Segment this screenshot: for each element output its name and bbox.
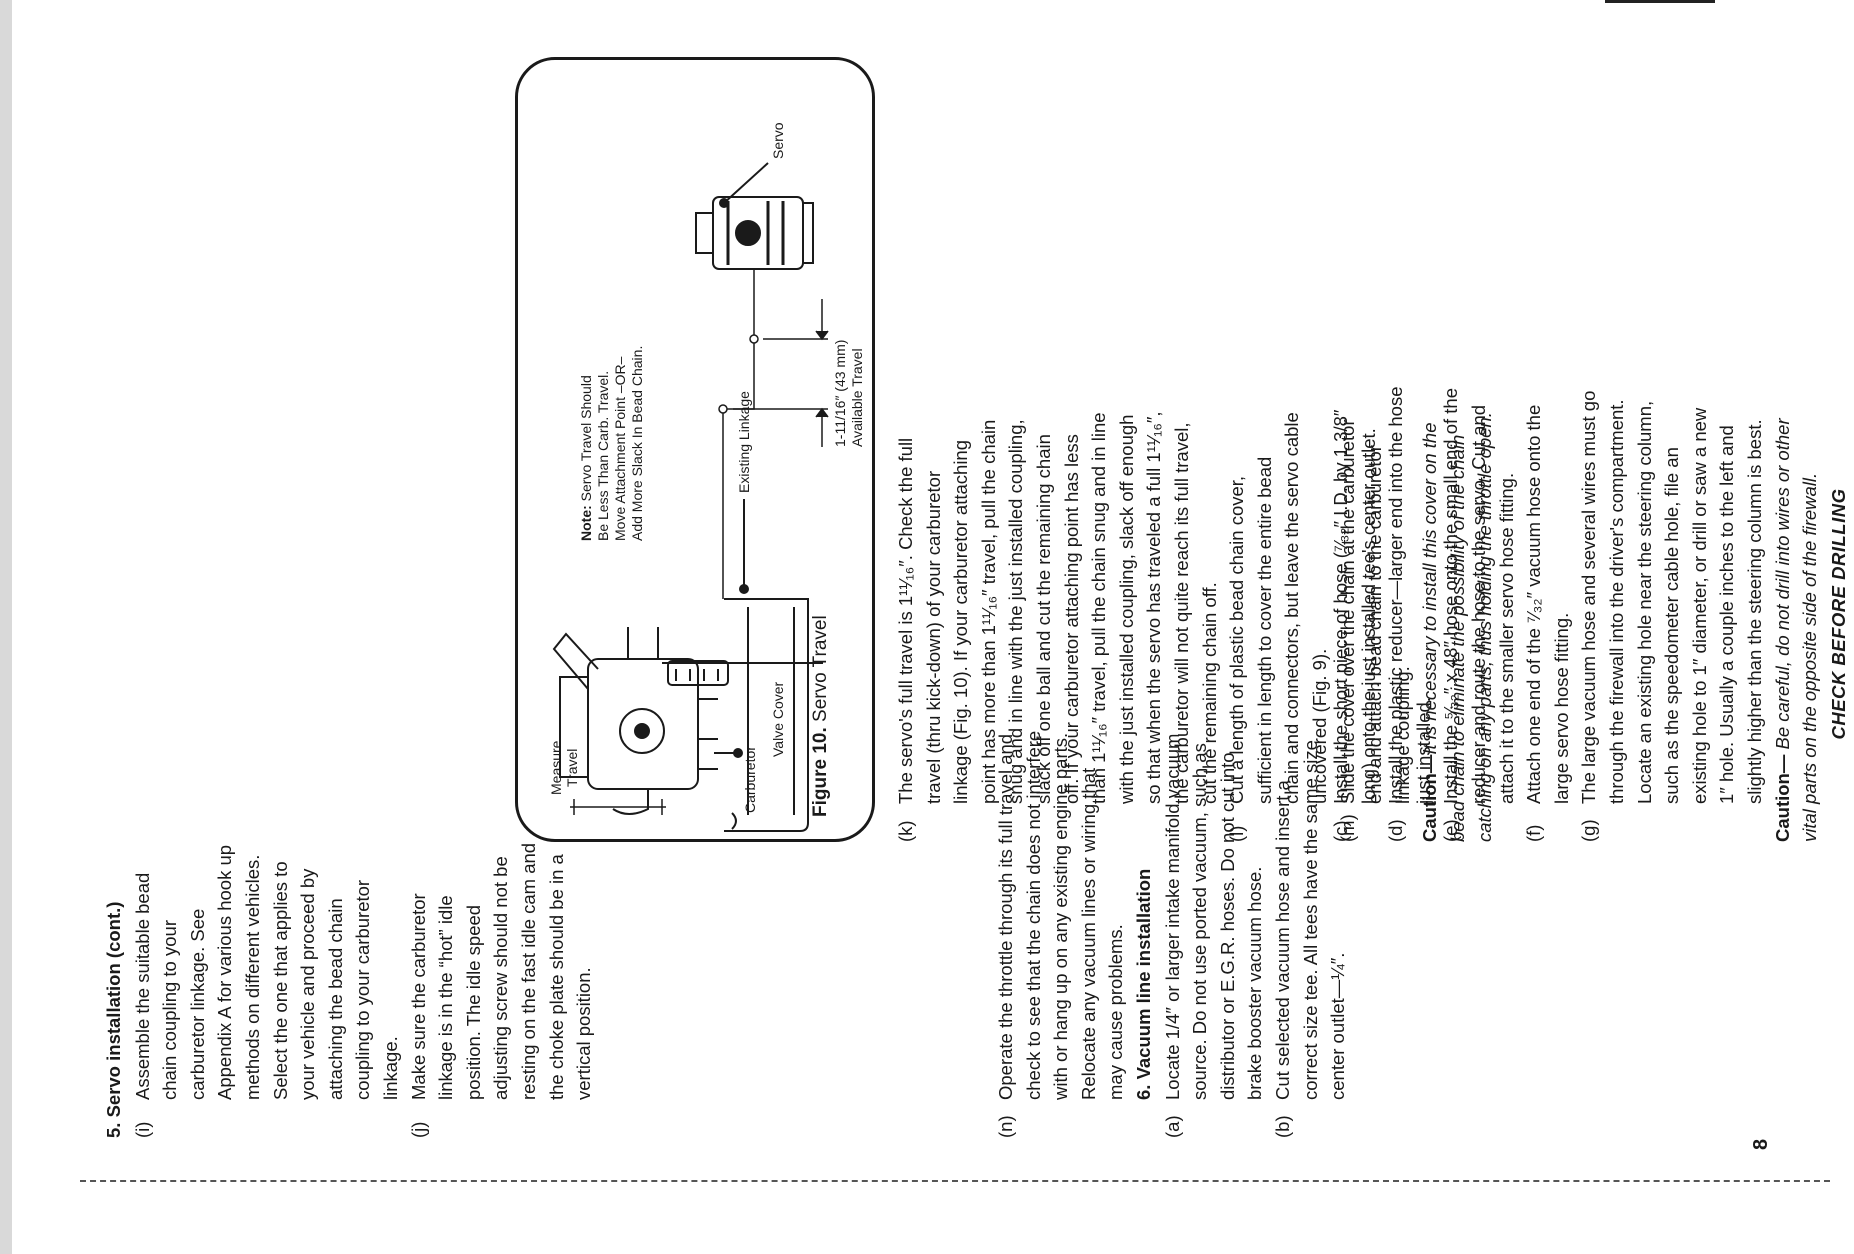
figure-caption: Figure 10. Servo Travel [810,615,832,817]
step-e: (e) Install the ⁵⁄₃₂″ x 48″ hose onto th… [1437,386,1520,842]
available-travel-label: Available Travel [849,348,865,447]
figure-caption-label: Figure 10. [810,727,831,817]
step-g: (g) The large vacuum hose and several wi… [1575,386,1768,842]
rotated-page: 5. Servo installation (cont.) (i) Assemb… [82,57,1849,1160]
caution-label: Caution— [1771,754,1793,842]
column-4: (c) Install the short piece of hose (⁷⁄₃… [1327,386,1853,842]
check-before-drilling: CHECK BEFORE DRILLING [1827,488,1849,740]
step-label: (b) [1271,1115,1293,1138]
servo-label: Servo [770,122,786,159]
leader-lines [714,162,769,758]
step-text: Cut a length of plastic bead chain cover… [1226,412,1330,804]
step-f: (f) Attach one end of the ⁷⁄₃₂″ vacuum h… [1520,386,1575,842]
step-text: Assemble the suitable bead chain couplin… [131,844,401,1100]
section-5-title: 5. Servo installation (cont.) [103,901,124,1138]
figure-servo-travel: Measure Travel Carburetor Valve Cover Ex… [515,57,875,842]
top-rule [1605,0,1715,3]
step-text: The servo's full travel is 1¹¹⁄₁₆″. Chec… [895,411,1220,804]
column-1: 5. Servo installation (cont.) (i) Assemb… [100,842,598,1138]
travel-dimension [733,299,829,447]
dimension-label: 1-11/16″ (43 mm) [832,339,848,447]
figure-drawing [552,162,829,832]
step-label: (j) [407,1121,429,1138]
step-label: (g) [1578,819,1600,842]
step-label: (l) [1226,825,1248,842]
footer-rule [80,1180,1830,1182]
step-j: (j) Make sure the carburetor linkage is … [405,842,598,1138]
page-number: 8 [1750,1138,1772,1150]
servo-shape [695,196,814,270]
step-text: Install the short piece of hose (⁷⁄₃₂″ I… [1330,409,1379,804]
valve-cover-label: Valve Cover [770,681,786,757]
step-label: (i) [131,1121,153,1138]
existing-linkage-label: Existing Linkage [736,391,752,493]
measure-travel-arrows [570,799,666,815]
step-d: (d) Install the plastic reducer—larger e… [1382,386,1437,842]
step-text: Install the plastic reducer—larger end i… [1385,386,1434,804]
valve-cover-shape [724,598,809,832]
carburetor-shape [552,627,718,815]
note-line: Servo Travel Should [578,375,594,502]
step-label: (c) [1330,820,1351,842]
figure-note: Note: Servo Travel Should Be Less Than C… [578,271,646,541]
step-text: Attach one end of the ⁷⁄₃₂″ vacuum hose … [1523,404,1572,804]
step-label: (n) [995,1115,1016,1138]
step-label: (d) [1385,819,1407,842]
step-label: (k) [895,820,916,842]
step-label: (e) [1440,819,1462,842]
linkage-shape [662,660,823,686]
measure-label: Measure [548,740,564,795]
step-text: Make sure the carburetor linkage is in t… [407,842,595,1100]
step-i: (i) Assemble the suitable bead chain cou… [129,842,405,1138]
travel-label: Travel [564,748,580,787]
step-k: (k) The servo's full travel is 1¹¹⁄₁₆″. … [892,410,1223,842]
step-text: Install the ⁵⁄₃₂″ x 48″ hose onto the sm… [1440,387,1517,804]
step-l: (l) Cut a length of plastic bead chain c… [1223,410,1333,842]
note-line: Move Attachment Point –OR– [612,356,628,541]
scan-edge [0,0,12,1254]
step-c: (c) Install the short piece of hose (⁷⁄₃… [1327,386,1382,842]
figure-caption-title: Servo Travel [810,615,831,722]
caution-firewall: Caution— Be careful, do not drill into w… [1769,386,1824,842]
step-text: The large vacuum hose and several wires … [1578,390,1765,804]
carburetor-label: Carburetor [742,746,758,813]
note-line: Be Less Than Carb. Travel. [595,370,611,541]
step-label: (a) [1161,1115,1183,1138]
note-label: Note: [578,505,594,541]
note-line: Add More Slack In Bead Chain. [629,345,645,541]
step-label: (f) [1523,824,1545,842]
